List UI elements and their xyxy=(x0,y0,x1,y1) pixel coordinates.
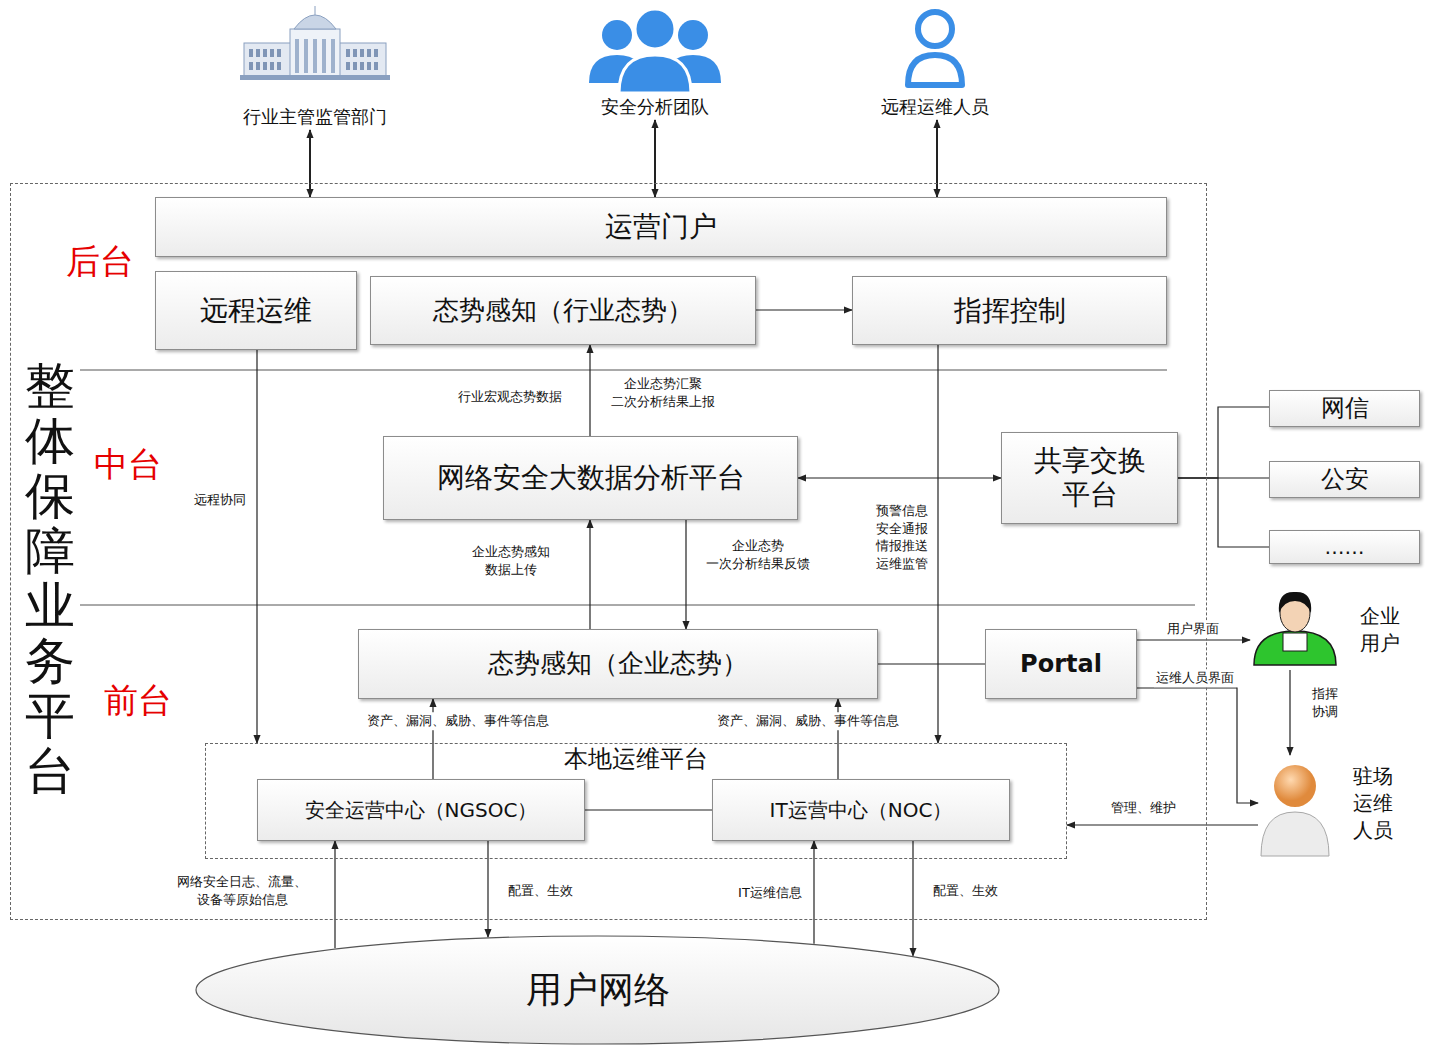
process-box: 公安 xyxy=(1269,461,1420,498)
process-box: 运营门户 xyxy=(155,197,1167,257)
process-box: Portal xyxy=(985,629,1137,699)
edge-label: 网络安全日志、流量、 设备等原始信息 xyxy=(170,873,314,908)
node-text: 远程运维人员 xyxy=(855,96,1015,118)
process-box: 态势感知（行业态势） xyxy=(370,276,756,345)
tier-separator xyxy=(80,370,1167,371)
connector xyxy=(798,477,1001,478)
flow-note: 行业宏观态势数据 xyxy=(458,388,562,406)
connector xyxy=(813,841,814,944)
user-icon xyxy=(1250,587,1340,667)
process-box: 指挥控制 xyxy=(852,276,1167,345)
edge-label: 指挥 协调 xyxy=(1308,685,1342,720)
connector xyxy=(936,120,938,197)
node-text: 行业主管监管部门 xyxy=(220,106,410,128)
tier-label: 后台 xyxy=(66,239,134,285)
node-text: 网信 xyxy=(1321,394,1369,423)
connector xyxy=(585,809,712,810)
node-text: 用户网络 xyxy=(195,968,1000,1011)
connector xyxy=(589,345,590,436)
tier-label: 中台 xyxy=(94,442,162,488)
actor-icon: 远程运维人员 xyxy=(855,5,1015,120)
tier-separator xyxy=(80,605,1195,606)
node-text: 安全运营中心（NGSOC） xyxy=(305,798,538,822)
person-icon xyxy=(900,5,970,90)
node-text: 态势感知（行业态势） xyxy=(433,295,693,326)
process-box: 网信 xyxy=(1269,390,1420,427)
connector xyxy=(334,841,335,948)
node-text: 网络安全大数据分析平台 xyxy=(437,461,745,495)
edge-label: 企业态势感知 数据上传 xyxy=(467,543,556,578)
edge-label: 配置、生效 xyxy=(931,882,1000,900)
platform-region: 整体保障业务平台 运营门户远程运维 态势感知（行业态势） 指挥控制网络安全大数据分析平… xyxy=(10,183,1207,920)
node-text: 公安 xyxy=(1321,465,1369,494)
connector xyxy=(256,350,257,743)
edge-label: 预警信息 安全通报 情报推送 运维监管 xyxy=(871,502,933,572)
connector xyxy=(1137,639,1250,640)
edge-label: 管理、维护 xyxy=(1109,799,1178,817)
connector xyxy=(309,130,311,197)
process-box: 共享交换 平台 xyxy=(1001,432,1178,524)
connector xyxy=(837,699,838,779)
edge-label: 运维人员界面 xyxy=(1154,669,1236,687)
edge-label: 资产、漏洞、威胁、事件等信息 xyxy=(365,712,551,730)
node-text: 整体保障业务平台 xyxy=(25,359,75,799)
tier-label: 前台 xyxy=(104,678,172,724)
node-text: 安全分析团队 xyxy=(570,96,740,118)
process-box: 安全运营中心（NGSOC） xyxy=(257,779,585,841)
process-box: 远程运维 xyxy=(155,271,357,350)
actor-icon: 企业用户 xyxy=(1250,585,1425,670)
network-ellipse: 用户网络 xyxy=(195,935,1000,1045)
node-text: 本地运维平台 xyxy=(206,745,1066,774)
connector xyxy=(432,699,433,779)
connector xyxy=(589,520,590,629)
edge-label: 资产、漏洞、威胁、事件等信息 xyxy=(715,712,901,730)
staff-icon xyxy=(1258,758,1333,858)
node-text: 企业用户 xyxy=(1360,603,1400,657)
node-text: 态势感知（企业态势） xyxy=(488,648,748,679)
node-text: 指挥控制 xyxy=(954,294,1066,328)
connector xyxy=(937,345,938,743)
actor-icon: 驻场运维人员 xyxy=(1258,755,1423,860)
connector xyxy=(878,663,985,664)
node-text: 共享交换 平台 xyxy=(1013,444,1166,511)
node-text: 驻场运维人员 xyxy=(1353,763,1393,844)
node-text: IT运营中心（NOC） xyxy=(770,798,953,822)
node-text: 运营门户 xyxy=(605,210,717,244)
edge-label: 用户界面 xyxy=(1165,620,1221,638)
edge-label: IT运维信息 xyxy=(736,884,804,902)
connector xyxy=(685,520,686,629)
edge-label: 企业态势汇聚 二次分析结果上报 xyxy=(606,375,720,410)
connector xyxy=(1137,688,1258,803)
group-box: 本地运维平台安全运营中心（NGSOC） IT运营中心（NOC） xyxy=(205,743,1067,859)
node-text: …… xyxy=(1325,535,1365,559)
node-text: Portal xyxy=(1020,650,1102,679)
connector xyxy=(487,841,488,937)
edge-label: 远程协同 xyxy=(192,491,248,509)
actor-icon: 安全分析团队 xyxy=(570,5,740,120)
process-box: IT运营中心（NOC） xyxy=(712,779,1010,841)
building-icon xyxy=(240,5,390,80)
node-text: 远程运维 xyxy=(200,294,312,328)
process-box: 网络安全大数据分析平台 xyxy=(383,436,798,520)
connector xyxy=(654,120,656,197)
edge-label: 企业态势 一次分析结果反馈 xyxy=(701,537,815,572)
actor-icon: 行业主管监管部门 xyxy=(220,5,410,130)
process-box: …… xyxy=(1269,530,1420,564)
connector xyxy=(1178,407,1269,478)
group-icon xyxy=(585,5,725,95)
connector xyxy=(1289,670,1290,755)
process-box: 态势感知（企业态势） xyxy=(358,629,878,699)
edge-label: 配置、生效 xyxy=(506,882,575,900)
connector xyxy=(1178,478,1269,547)
connector xyxy=(756,309,852,310)
connector xyxy=(1067,824,1258,825)
